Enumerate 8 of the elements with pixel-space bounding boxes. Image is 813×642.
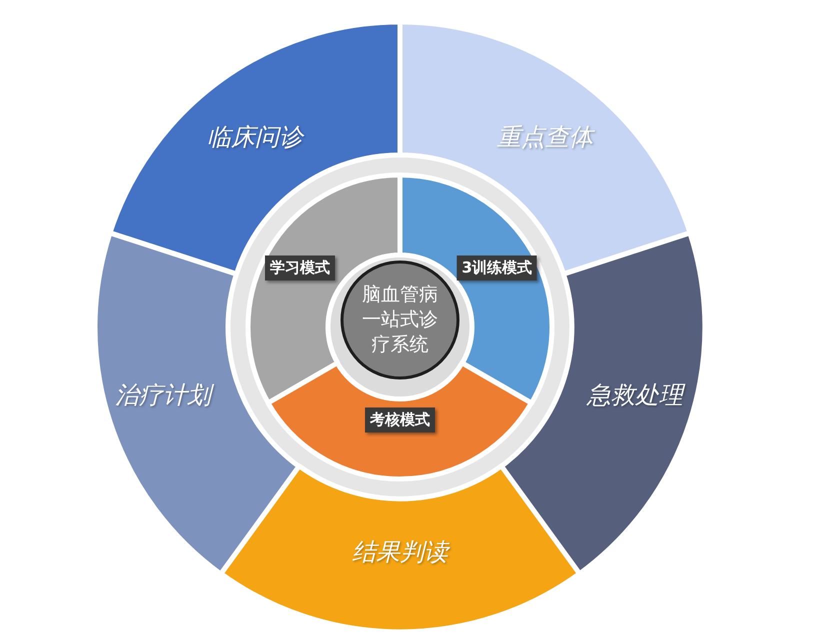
segment-label: 结果判读	[352, 536, 448, 568]
segment-label: 急救处理	[586, 378, 683, 411]
hub-title: 脑血管病一站式诊疗系统	[361, 282, 439, 358]
segment-label: 临床问诊	[206, 122, 303, 153]
segment-label: 重点查体	[497, 122, 593, 153]
mode-label: 学习模式	[265, 256, 335, 280]
mode-label: 3训练模式	[456, 256, 538, 280]
mode-label: 考核模式	[364, 408, 435, 432]
